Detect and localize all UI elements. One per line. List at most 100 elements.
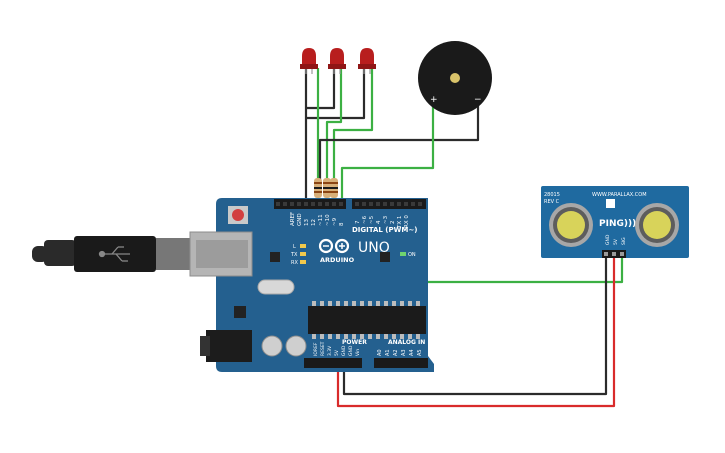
pin-label-5: ~5 bbox=[369, 215, 375, 224]
sensor-pin-gnd[interactable] bbox=[604, 252, 608, 256]
pin-label-6: ~6 bbox=[362, 215, 368, 224]
transducer-right bbox=[635, 203, 679, 247]
wire-led2-gnd[interactable] bbox=[306, 68, 336, 110]
sensor-pin-5v-label: 5V bbox=[613, 238, 619, 245]
wire-led2-pin[interactable] bbox=[325, 68, 343, 198]
led-tx-indicator bbox=[300, 252, 306, 256]
led-red-1[interactable] bbox=[300, 48, 318, 74]
infinity-logo-icon bbox=[318, 238, 350, 254]
pin-label-a5: A5 bbox=[417, 349, 423, 356]
led-l-label: L bbox=[293, 244, 296, 250]
resistor-2[interactable] bbox=[323, 178, 331, 198]
led-l-indicator bbox=[300, 244, 306, 248]
atmega-chip bbox=[308, 306, 426, 334]
led-tx-label: TX bbox=[290, 252, 298, 258]
pin-label-reset: RESET bbox=[320, 341, 326, 356]
pin-label-a3: A3 bbox=[401, 349, 407, 356]
arduino-logo-text: ARDUINO bbox=[320, 256, 355, 264]
led-red-3[interactable] bbox=[358, 48, 376, 74]
smd-chip-2 bbox=[380, 252, 390, 262]
sensor-part-number: 28015 bbox=[544, 192, 560, 198]
leds[interactable] bbox=[300, 48, 376, 74]
analog-pin-labels: A0 A1 A2 A3 A4 A5 bbox=[377, 349, 423, 356]
arduino-uno-board[interactable]: AREF GND 13 12 ~11 ~10 ~9 8 7 ~6 ~5 4 ~3… bbox=[189, 198, 434, 372]
power-section-label: POWER bbox=[342, 339, 367, 346]
pin-label-gnd: GND bbox=[297, 213, 303, 226]
pin-label-aref: AREF bbox=[290, 212, 296, 226]
pin-label-9: ~9 bbox=[332, 217, 338, 226]
digital-header-right[interactable] bbox=[352, 199, 426, 209]
power-header[interactable] bbox=[304, 358, 362, 368]
chip-pins-bottom bbox=[312, 334, 420, 339]
pin-label-2: 2 bbox=[390, 221, 396, 225]
analog-header[interactable] bbox=[374, 358, 428, 368]
analog-section-label: ANALOG IN bbox=[388, 339, 425, 346]
pin-label-5v: 5V bbox=[334, 349, 340, 356]
wire-buzzer-plus[interactable] bbox=[340, 102, 435, 198]
pin-label-3v3: 3.3V bbox=[327, 345, 333, 356]
sensor-crystal bbox=[606, 199, 615, 208]
pin-label-10: ~10 bbox=[325, 214, 331, 226]
usb-cable[interactable] bbox=[32, 236, 192, 272]
usb-strain-relief bbox=[44, 240, 76, 266]
piezo-buzzer[interactable]: + − bbox=[418, 41, 492, 115]
wire-led3-pin[interactable] bbox=[332, 68, 374, 198]
sensor-pin-5v[interactable] bbox=[612, 252, 616, 256]
pin-label-vin: Vin bbox=[355, 349, 361, 356]
pin-label-11: ~11 bbox=[318, 214, 324, 226]
capacitor-2 bbox=[285, 335, 307, 357]
capacitor-1 bbox=[261, 335, 283, 357]
usb-metal-shell bbox=[156, 238, 192, 270]
led-rx-indicator bbox=[300, 260, 306, 264]
led-red-2[interactable] bbox=[328, 48, 346, 74]
digital-header-label: DIGITAL (PWM~) bbox=[352, 226, 417, 234]
ping-ultrasonic-sensor[interactable]: 28015 REV C WWW.PARALLAX.COM PING))) GND… bbox=[541, 186, 689, 258]
sensor-pin-sig[interactable] bbox=[620, 252, 624, 256]
digital-header-holes bbox=[276, 202, 422, 206]
pin-label-ioref: IOREF bbox=[313, 342, 319, 356]
wire-led3-gnd[interactable] bbox=[306, 68, 366, 120]
power-pin-labels: IOREF RESET 3.3V 5V GND GND Vin bbox=[313, 341, 361, 356]
wire-buzzer-minus[interactable] bbox=[318, 102, 480, 180]
resistor-1[interactable] bbox=[314, 178, 322, 198]
usb-b-port-inner bbox=[196, 240, 248, 268]
pin-label-a2: A2 bbox=[393, 349, 399, 356]
wire-sensor-5v[interactable] bbox=[336, 254, 616, 408]
pin-label-a1: A1 bbox=[385, 349, 391, 356]
pin-label-8: 8 bbox=[339, 222, 345, 226]
chip-pins-top bbox=[312, 301, 420, 306]
voltage-regulator bbox=[234, 306, 246, 318]
sensor-pin-sig-label: SIG bbox=[621, 237, 627, 245]
sensor-pin-gnd-label: GND bbox=[605, 234, 611, 245]
led-on-indicator bbox=[400, 252, 406, 256]
dc-power-jack-lip bbox=[200, 336, 210, 356]
pin-label-gnd-1: GND bbox=[341, 345, 347, 356]
buzzer-plus-label: + bbox=[430, 95, 438, 105]
crystal-oscillator bbox=[257, 279, 295, 295]
pin-label-rx: RX 0 bbox=[404, 215, 410, 228]
led-rx-label: RX bbox=[291, 260, 298, 266]
wire-sensor-gnd[interactable] bbox=[342, 254, 608, 396]
transducer-left bbox=[549, 203, 593, 247]
pin-label-3: ~3 bbox=[383, 215, 389, 224]
resistor-3[interactable] bbox=[330, 178, 338, 198]
resistors[interactable] bbox=[314, 178, 338, 198]
pin-label-a0: A0 bbox=[377, 349, 383, 356]
reset-button-cap[interactable] bbox=[232, 209, 244, 221]
pin-label-tx: TX 1 bbox=[397, 216, 403, 229]
sensor-website: WWW.PARALLAX.COM bbox=[592, 192, 647, 198]
pin-label-a4: A4 bbox=[409, 349, 415, 356]
led-on-label: ON bbox=[408, 252, 416, 258]
board-model-label: UNO bbox=[358, 240, 390, 256]
dc-power-jack bbox=[206, 330, 252, 362]
usb-icon bbox=[98, 246, 130, 262]
pin-label-12: 12 bbox=[311, 219, 317, 226]
buzzer-minus-label: − bbox=[474, 95, 482, 105]
pin-label-13: 13 bbox=[304, 219, 310, 226]
digital-header-left[interactable] bbox=[274, 199, 346, 209]
wires bbox=[304, 68, 624, 408]
pin-label-gnd-2: GND bbox=[348, 345, 354, 356]
smd-chip-1 bbox=[270, 252, 280, 262]
